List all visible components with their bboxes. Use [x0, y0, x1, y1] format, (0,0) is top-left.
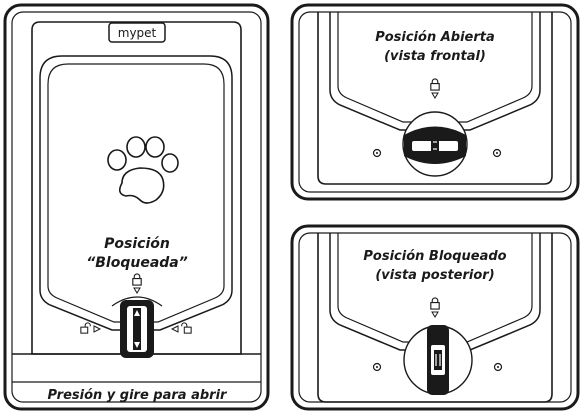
locked-screw-right [493, 362, 503, 372]
unlock-arrow-left [93, 325, 102, 333]
lock-arrow-indicator [133, 287, 141, 294]
paw-print-icon [107, 136, 179, 204]
open-position-line2: (vista frontal) [384, 49, 486, 64]
open-lock-arrow [431, 92, 439, 99]
open-dial-handle[interactable] [431, 137, 439, 155]
dial-handle[interactable] [133, 308, 141, 350]
brand-logo-text: mypet [118, 26, 157, 40]
open-screw-left [372, 148, 382, 158]
open-screw-right [492, 148, 502, 158]
main-position-line1: Posición [104, 236, 170, 252]
locked-position-line2: (vista posterior) [375, 268, 494, 283]
open-position-panel: Posición Abierta (vista frontal) [290, 3, 580, 201]
unlock-arrow-right [170, 325, 179, 333]
main-footer-instruction: Presión y gire para abrir [48, 388, 229, 403]
brand-logo [108, 22, 166, 43]
open-outer-frame [290, 3, 580, 201]
dial-arrow-down [134, 342, 140, 348]
locked-dial-handle[interactable] [434, 350, 442, 370]
locked-screw-left [372, 362, 382, 372]
main-position-line2: “Bloqueada” [86, 255, 188, 271]
dial-arrow-up [134, 310, 140, 316]
open-door-plate [317, 12, 553, 185]
locked-door-plate [317, 233, 553, 403]
flap-outer [39, 55, 233, 331]
locked-lock-arrow [431, 311, 439, 318]
main-inner-frame [11, 11, 262, 403]
dial-arc [111, 296, 163, 307]
flap-inner [47, 63, 225, 323]
main-panel: mypet Posición “Bloqueada” Presión y [3, 3, 270, 411]
open-position-line1: Posición Abierta [375, 30, 495, 45]
door-plate [31, 21, 242, 355]
locked-position-panel: Posición Bloqueado (vista posterior) [290, 224, 580, 411]
locked-position-line1: Posición Bloqueado [363, 249, 506, 264]
open-inner-frame [298, 11, 572, 193]
